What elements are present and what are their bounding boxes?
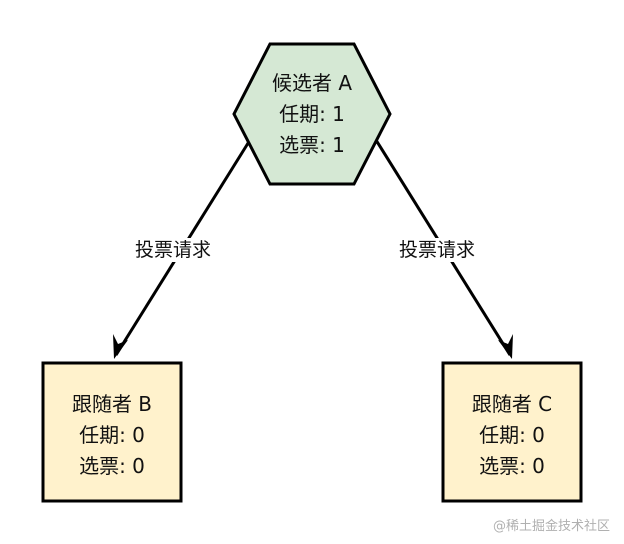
follower-c-term: 任期: 0: [479, 423, 545, 447]
follower-c-votes: 选票: 0: [479, 454, 545, 478]
candidate-term: 任期: 1: [279, 102, 345, 126]
edge-a-to-c-arrowhead: [498, 334, 513, 359]
candidate-title: 候选者 A: [271, 71, 353, 95]
follower-b-term: 任期: 0: [79, 423, 145, 447]
follower-b-node-label: 跟随者 B 任期: 0 选票: 0: [43, 389, 181, 482]
edge-a-to-c-label: 投票请求: [396, 238, 479, 262]
follower-c-node-label: 跟随者 C 任期: 0 选票: 0: [443, 389, 581, 482]
follower-b-title: 跟随者 B: [71, 392, 153, 416]
candidate-node-shape: [232, 42, 392, 186]
follower-c-node-shape: [441, 361, 583, 503]
watermark-text: @稀土掘金技术社区: [492, 519, 610, 534]
follower-b-node-shape: [41, 361, 183, 503]
follower-b-votes: 选票: 0: [79, 454, 145, 478]
candidate-node-label: 候选者 A 任期: 1 选票: 1: [234, 68, 390, 161]
edge-a-to-b-label: 投票请求: [132, 238, 215, 262]
candidate-votes: 选票: 1: [279, 133, 345, 157]
follower-c-title: 跟随者 C: [471, 392, 553, 416]
edge-a-to-b-arrowhead: [113, 334, 128, 359]
